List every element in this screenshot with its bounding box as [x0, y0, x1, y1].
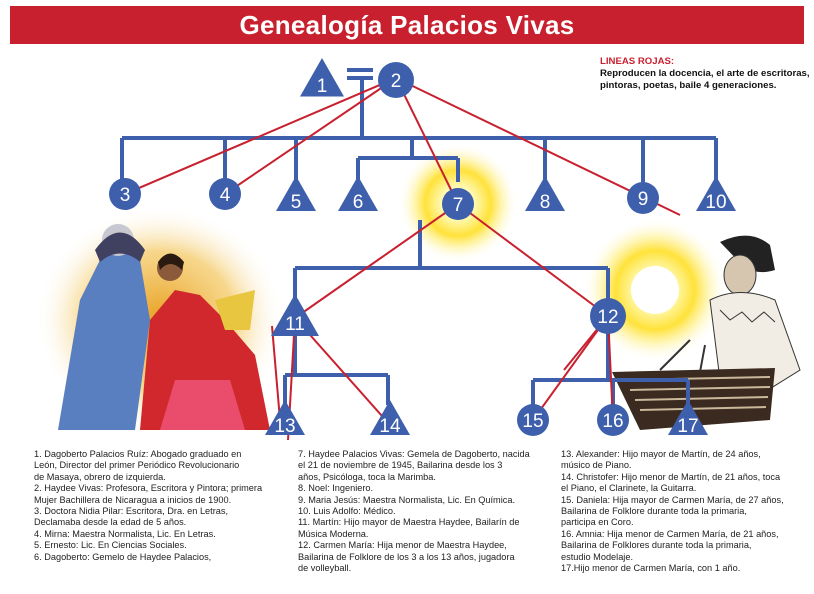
- node-14: 14: [370, 400, 410, 437]
- node-label: 7: [453, 195, 464, 216]
- node-label: 13: [274, 416, 295, 437]
- legend-line: 13. Alexander: Hijo mayor de Martín, de …: [561, 449, 761, 459]
- node-circle: [517, 404, 549, 436]
- node-15: 15: [517, 404, 549, 436]
- legend-line: Bailarina de Folklore de los 3 a los 13 …: [298, 551, 515, 562]
- node-label: 2: [391, 71, 402, 92]
- node-circle: [442, 188, 474, 220]
- node-circle: [378, 62, 414, 98]
- sun-center: [631, 266, 679, 314]
- legend-line: 8. Noel: Ingeniero.: [298, 483, 374, 494]
- legend-line: Bailarina de Folklores durante toda la p…: [561, 540, 752, 551]
- legend-line: participa en Coro.: [561, 517, 634, 528]
- legend-line: de Masaya, obrero de izquierda.: [34, 471, 166, 482]
- node-4: 4: [209, 178, 241, 210]
- legend-line: 1. Dagoberto Palacios Ruíz: Abogado grad…: [34, 449, 242, 459]
- node-13: 13: [265, 400, 305, 437]
- node-17: 17: [668, 400, 708, 437]
- node-label: 14: [379, 416, 401, 437]
- node-label: 10: [705, 192, 726, 213]
- red-lines-note: LINEAS ROJAS: Reproducen la docencia, el…: [600, 56, 812, 92]
- node-circle: [109, 178, 141, 210]
- node-6: 6: [338, 176, 378, 213]
- legend-column-2: 7. Haydee Palacios Vivas: Gemela de Dago…: [298, 449, 560, 574]
- node-10: 10: [696, 176, 736, 213]
- node-label: 9: [638, 189, 649, 210]
- legend-line: de volleyball.: [298, 563, 352, 574]
- legend-line: Bailarina de Folklore durante toda la pr…: [561, 506, 747, 517]
- node-label: 15: [522, 411, 543, 432]
- node-triangle: [370, 400, 410, 435]
- node-16: 16: [597, 404, 629, 436]
- legend-line: 16. Amnia: Hija menor de Carmen María, d…: [561, 528, 779, 539]
- node-label: 17: [677, 416, 698, 437]
- node-7: 7: [442, 188, 474, 220]
- legend-line: 4. Mirna: Maestra Normalista, Lic. En Le…: [34, 528, 216, 539]
- node-triangle: [300, 58, 344, 97]
- node-triangle: [265, 400, 305, 435]
- branch-lines: [120, 68, 718, 405]
- node-label: 1: [317, 76, 328, 97]
- node-2: 2: [378, 62, 414, 98]
- node-circle: [590, 298, 626, 334]
- legend-line: músico de Piano.: [561, 460, 632, 471]
- note-body: Reproducen la docencia, el arte de escri…: [600, 68, 810, 91]
- legend-line: 15. Daniela: Hija mayor de Carmen María,…: [561, 494, 784, 505]
- node-1: 1: [300, 58, 344, 97]
- node-label: 5: [291, 192, 302, 213]
- right-photo: [612, 235, 801, 430]
- legend-line: 2. Haydee Vivas: Profesora, Escritora y …: [34, 483, 263, 494]
- node-12: 12: [590, 298, 626, 334]
- node-3: 3: [109, 178, 141, 210]
- legend-line: Declamaba desde la edad de 5 años.: [34, 517, 187, 528]
- legend-line: 10. Luis Adolfo: Médico.: [298, 506, 396, 517]
- legend-line: 6. Dagoberto: Gemelo de Haydee Palacios,: [34, 551, 212, 562]
- node-label: 12: [597, 307, 618, 328]
- node-label: 4: [220, 185, 231, 206]
- legend-line: 11. Martín: Hijo mayor de Maestra Haydee…: [298, 517, 520, 528]
- left-photo: [35, 205, 285, 435]
- legend-line: Mujer Bachillera de Nicaragua a inicios …: [34, 494, 232, 505]
- legend-line: Música Moderna.: [298, 528, 369, 539]
- legend-line: el 21 de noviembre de 1945, Bailarina de…: [298, 460, 503, 471]
- legend-line: el Piano, el Clarinete, la Guitarra.: [561, 483, 697, 494]
- legend-column-1: 1. Dagoberto Palacios Ruíz: Abogado grad…: [34, 449, 296, 563]
- node-5: 5: [276, 176, 316, 213]
- node-triangle: [668, 400, 708, 435]
- node-circle: [627, 182, 659, 214]
- legend-line: 3. Doctora Nidia Pilar: Escritora, Dra. …: [34, 506, 229, 517]
- legend-line: 14. Christofer: Hijo menor de Martín, de…: [561, 471, 781, 482]
- legend-line: 9. Maria Jesús: Maestra Normalista, Lic.…: [298, 494, 515, 505]
- node-triangle: [271, 294, 319, 336]
- node-label: 11: [285, 314, 305, 335]
- legend-line: 12. Carmen María: Hija menor de Maestra …: [298, 540, 507, 551]
- legend-line: estudio Modelaje.: [561, 551, 634, 562]
- legend-line: años, Psicóloga, toca la Marimba.: [298, 471, 436, 482]
- node-triangle: [276, 176, 316, 211]
- node-label: 8: [540, 192, 551, 213]
- node-9: 9: [627, 182, 659, 214]
- node-11: 11: [271, 294, 319, 336]
- node-8: 8: [525, 176, 565, 213]
- legend-column-3: 13. Alexander: Hijo mayor de Martín, de …: [561, 449, 813, 574]
- title-banner: Genealogía Palacios Vivas: [10, 6, 804, 44]
- node-label: 3: [120, 185, 131, 206]
- node-label: 16: [602, 411, 623, 432]
- legend-line: 17.Hijo menor de Carmen María, con 1 año…: [561, 563, 741, 574]
- legend-line: 7. Haydee Palacios Vivas: Gemela de Dago…: [298, 449, 530, 459]
- node-circle: [597, 404, 629, 436]
- node-label: 6: [353, 192, 364, 213]
- page-title: Genealogía Palacios Vivas: [239, 9, 575, 40]
- note-heading: LINEAS ROJAS:: [600, 56, 675, 67]
- node-triangle: [338, 176, 378, 211]
- legend-line: León, Director del primer Periódico Revo…: [34, 460, 240, 471]
- node-triangle: [696, 176, 736, 211]
- legend-line: 5. Ernesto: Lic. En Ciencias Sociales.: [34, 540, 187, 551]
- node-triangle: [525, 176, 565, 211]
- node-circle: [209, 178, 241, 210]
